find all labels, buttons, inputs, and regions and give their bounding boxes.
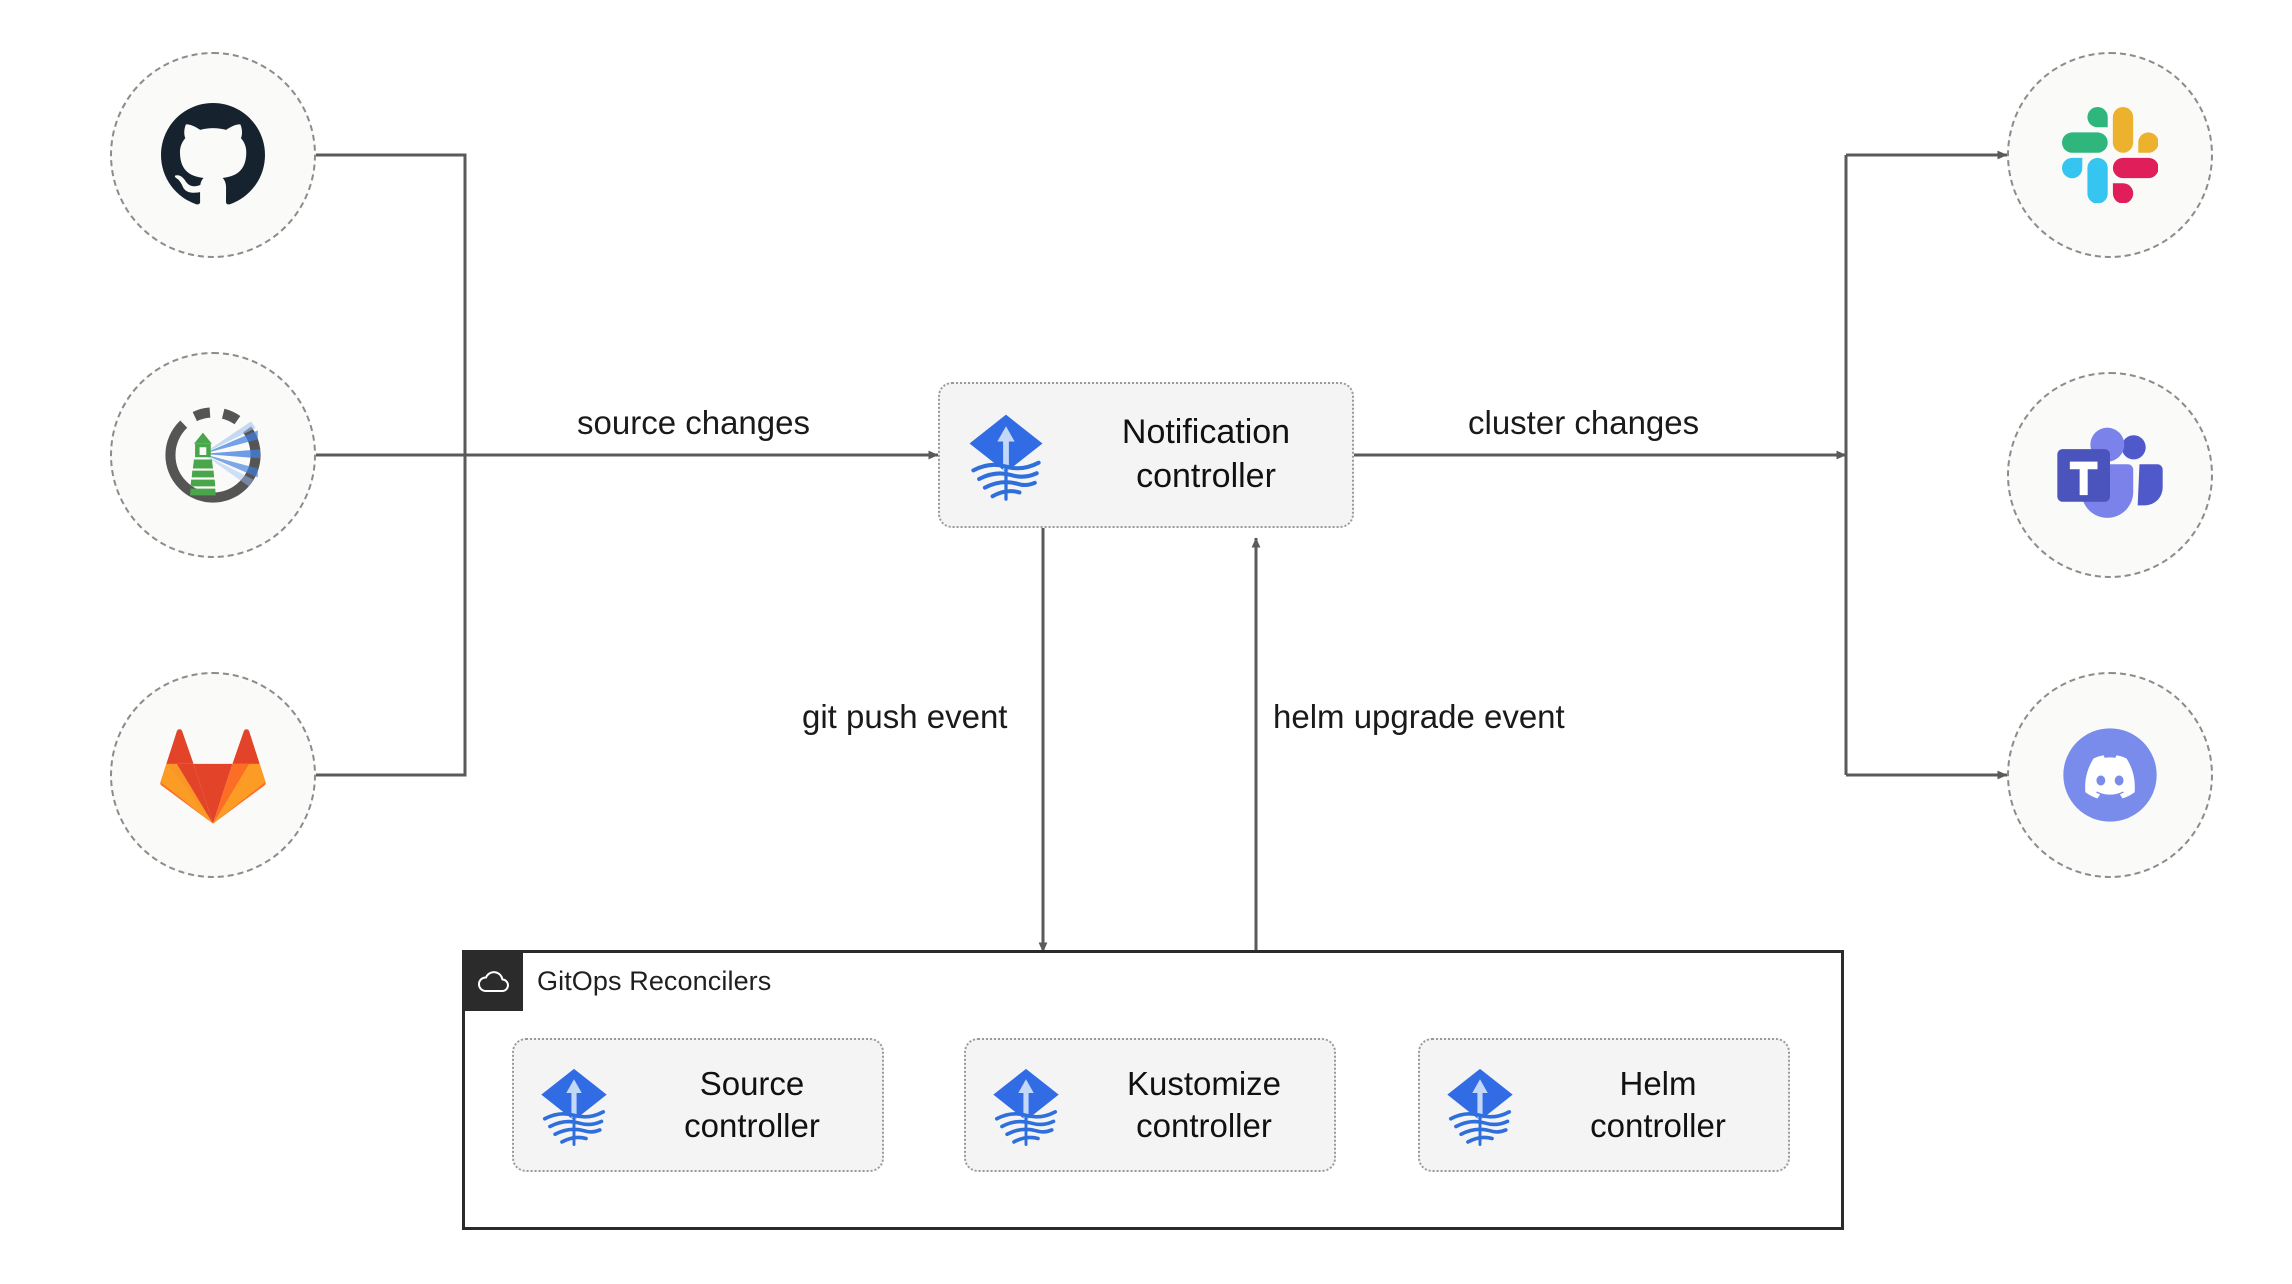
flux-controller-icon	[1420, 1062, 1540, 1148]
source-node-gitlab[interactable]	[110, 672, 316, 878]
source-controller-box[interactable]: Source controller	[512, 1038, 884, 1172]
target-node-teams[interactable]	[2007, 372, 2213, 578]
notification-controller-box[interactable]: Notification controller	[938, 382, 1354, 528]
helm-controller-box[interactable]: Helm controller	[1418, 1038, 1790, 1172]
source-controller-label: Source controller	[684, 1064, 820, 1144]
flux-controller-icon	[940, 407, 1072, 503]
target-node-discord[interactable]	[2007, 672, 2213, 878]
target-node-slack[interactable]	[2007, 52, 2213, 258]
helm-controller-label: Helm controller	[1590, 1064, 1726, 1144]
cloud-icon	[465, 953, 523, 1011]
kustomize-controller-label: Kustomize controller	[1126, 1064, 1282, 1144]
flux-lighthouse-icon	[157, 399, 269, 511]
notification-controller-label: Notification controller	[1121, 413, 1291, 495]
source-node-flux[interactable]	[110, 352, 316, 558]
edge-label-helm-upgrade-event: helm upgrade event	[1273, 698, 1565, 735]
source-node-github[interactable]	[110, 52, 316, 258]
edge-label-cluster-changes: cluster changes	[1468, 404, 1700, 441]
kustomize-controller-box[interactable]: Kustomize controller	[964, 1038, 1336, 1172]
slack-icon	[2062, 107, 2158, 203]
microsoft-teams-icon	[2056, 425, 2164, 525]
gitlab-icon	[159, 725, 267, 825]
discord-icon	[2054, 719, 2166, 831]
flux-controller-icon	[966, 1062, 1086, 1148]
edge-label-source-changes: source changes	[577, 404, 810, 441]
github-icon	[161, 103, 265, 207]
edge-label-git-push-event: git push event	[802, 698, 1008, 735]
flux-controller-icon	[514, 1062, 634, 1148]
gitops-group-title: GitOps Reconcilers	[537, 966, 772, 996]
